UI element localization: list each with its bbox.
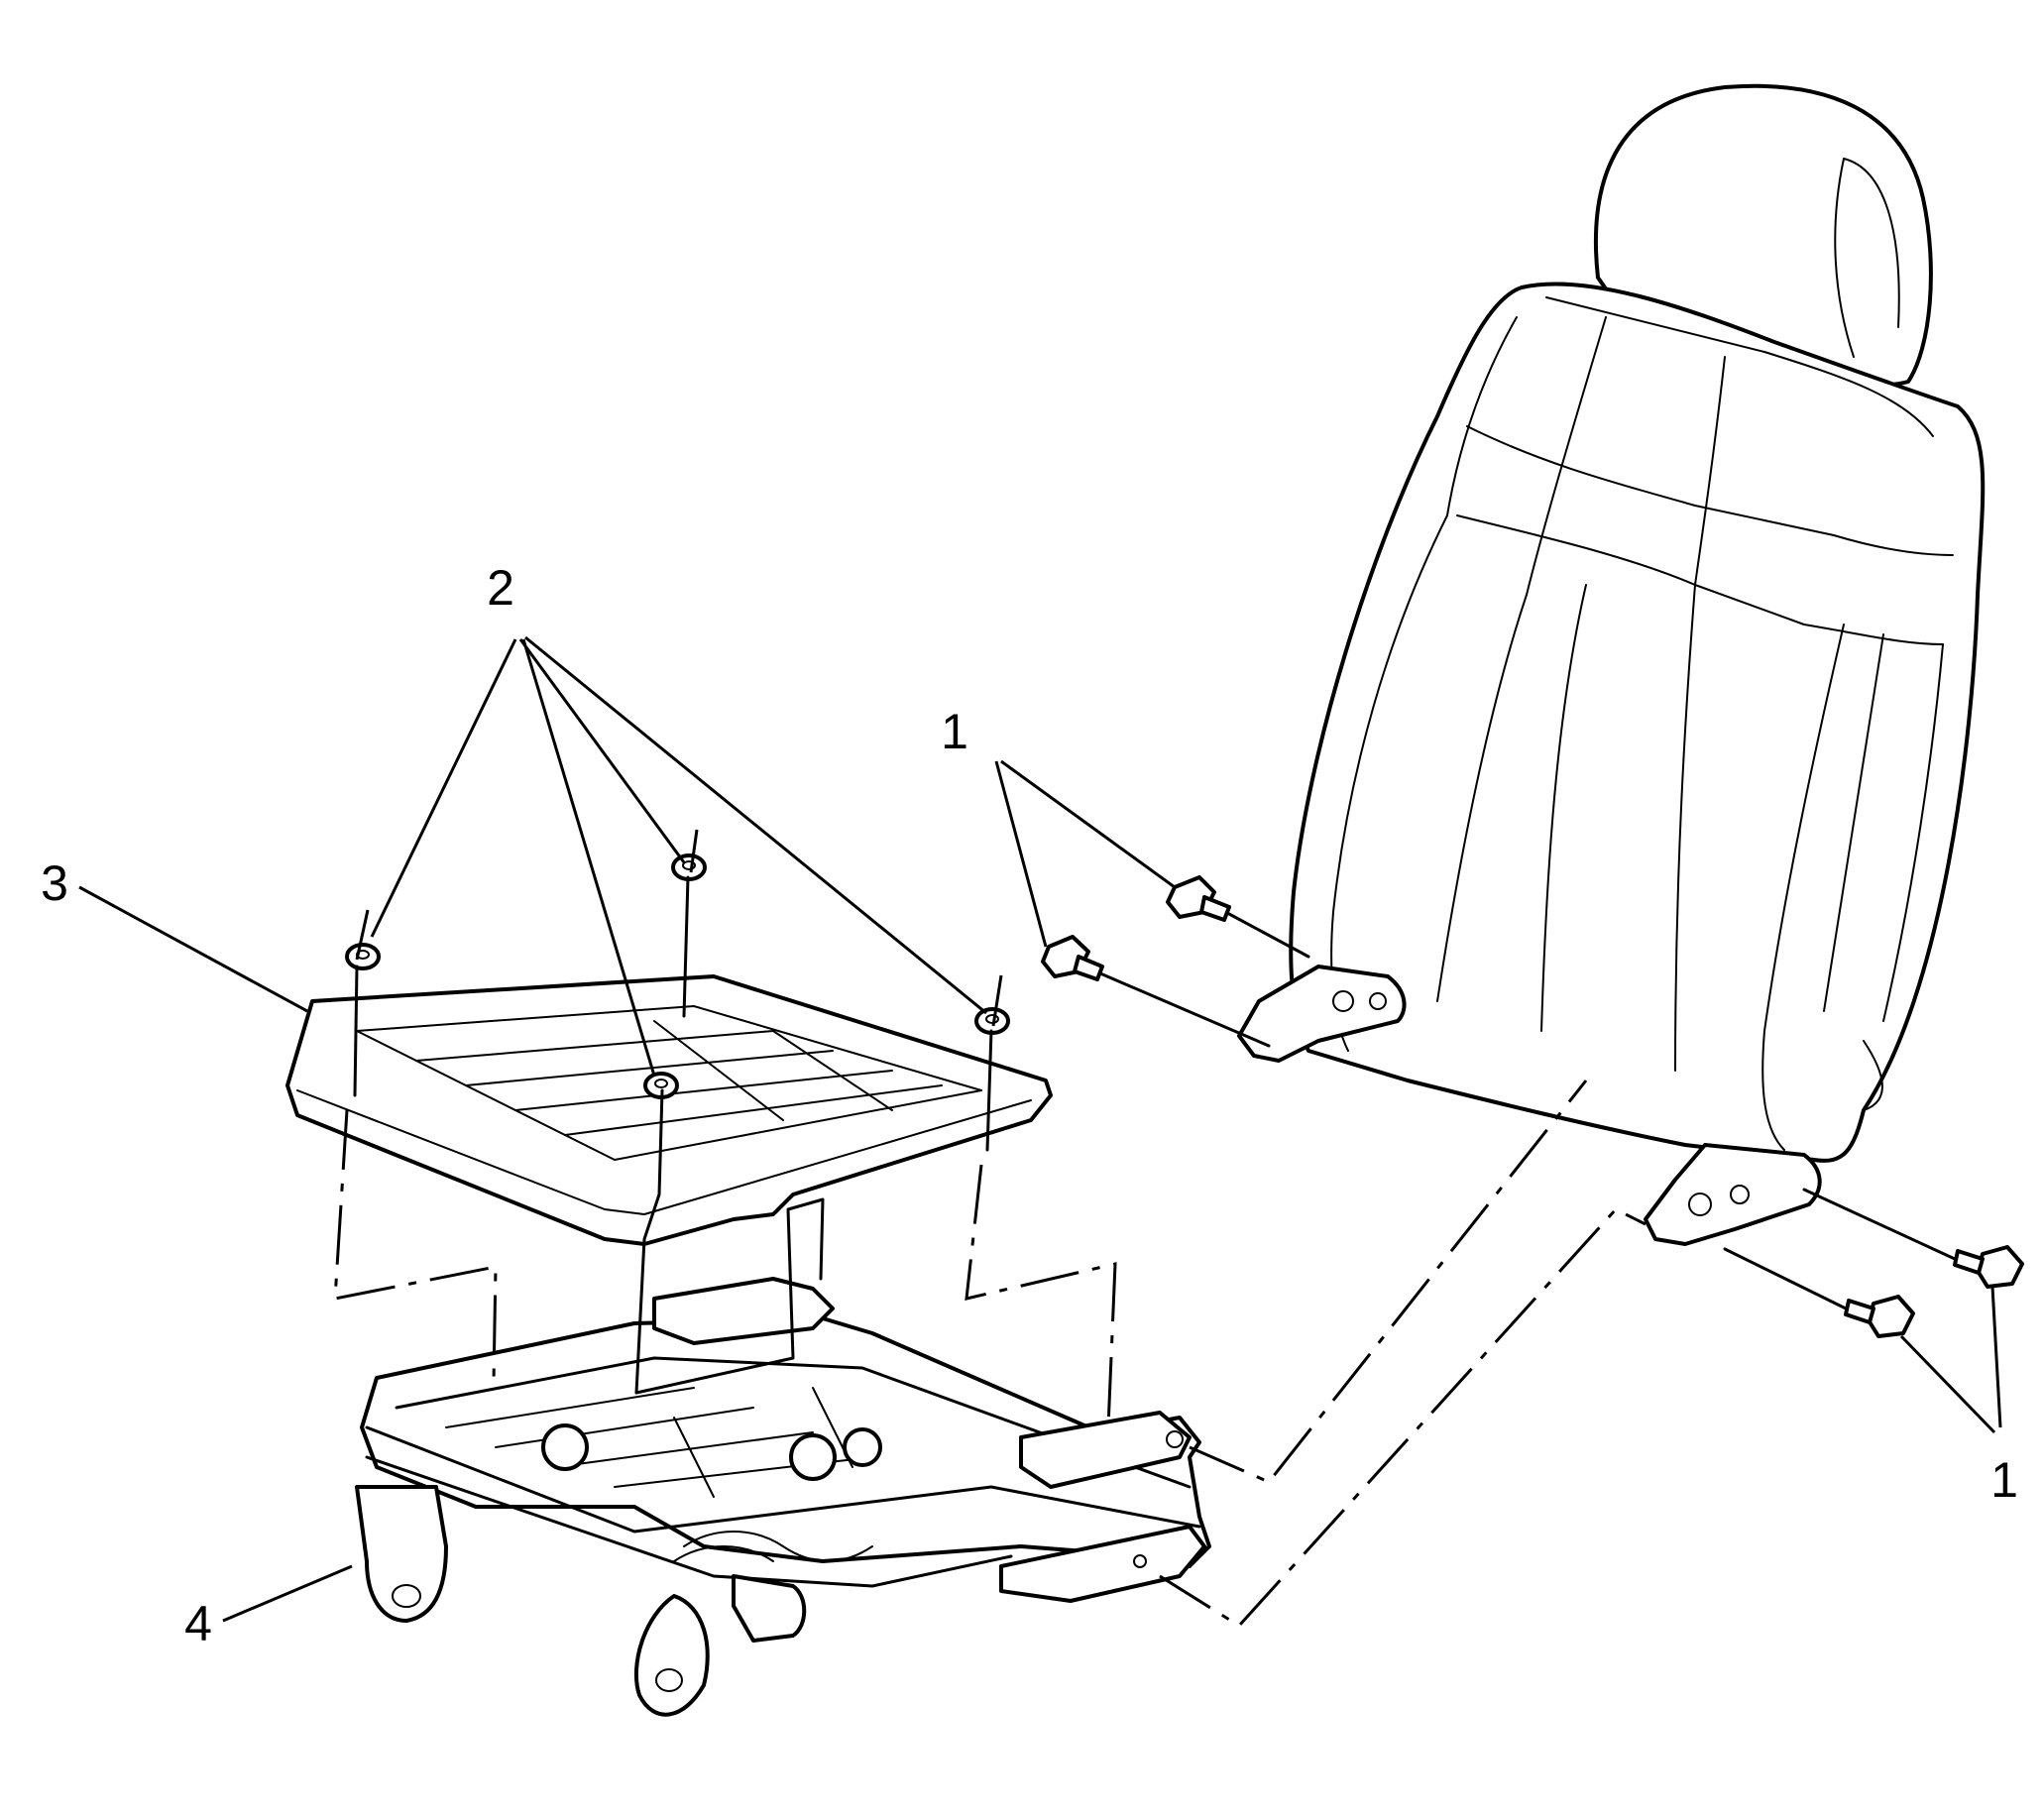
callout-4: 4: [184, 1596, 212, 1651]
seat-back-hinge-left: [1237, 965, 1407, 1063]
adjuster-left-foot: [355, 1485, 448, 1623]
callout-3: 3: [41, 855, 68, 911]
bolt-icon: [1041, 935, 1104, 981]
callout-2: 2: [487, 560, 514, 616]
nut-icon: [345, 943, 381, 970]
bolt-icon: [1844, 1295, 1915, 1338]
seat-adjuster: [355, 1277, 1211, 1717]
alignment-lines: [333, 829, 1957, 1628]
nut-icon: [974, 1007, 1010, 1035]
bolt-group: [1041, 875, 2024, 1338]
backrest: [1289, 282, 1986, 1163]
seat-back: [1237, 83, 1986, 1246]
seat-back-hinge-right: [1644, 1143, 1822, 1246]
nut-icon: [671, 853, 707, 881]
adjuster-center-foot: [633, 1594, 710, 1717]
leader-lines: [78, 635, 2002, 1623]
seat-cushion-pan: [285, 974, 1053, 1246]
bolt-icon: [1953, 1245, 2024, 1289]
callout-1-bottom: 1: [1990, 1452, 2018, 1508]
callout-1-top: 1: [941, 704, 968, 759]
bolt-icon: [1166, 875, 1231, 922]
